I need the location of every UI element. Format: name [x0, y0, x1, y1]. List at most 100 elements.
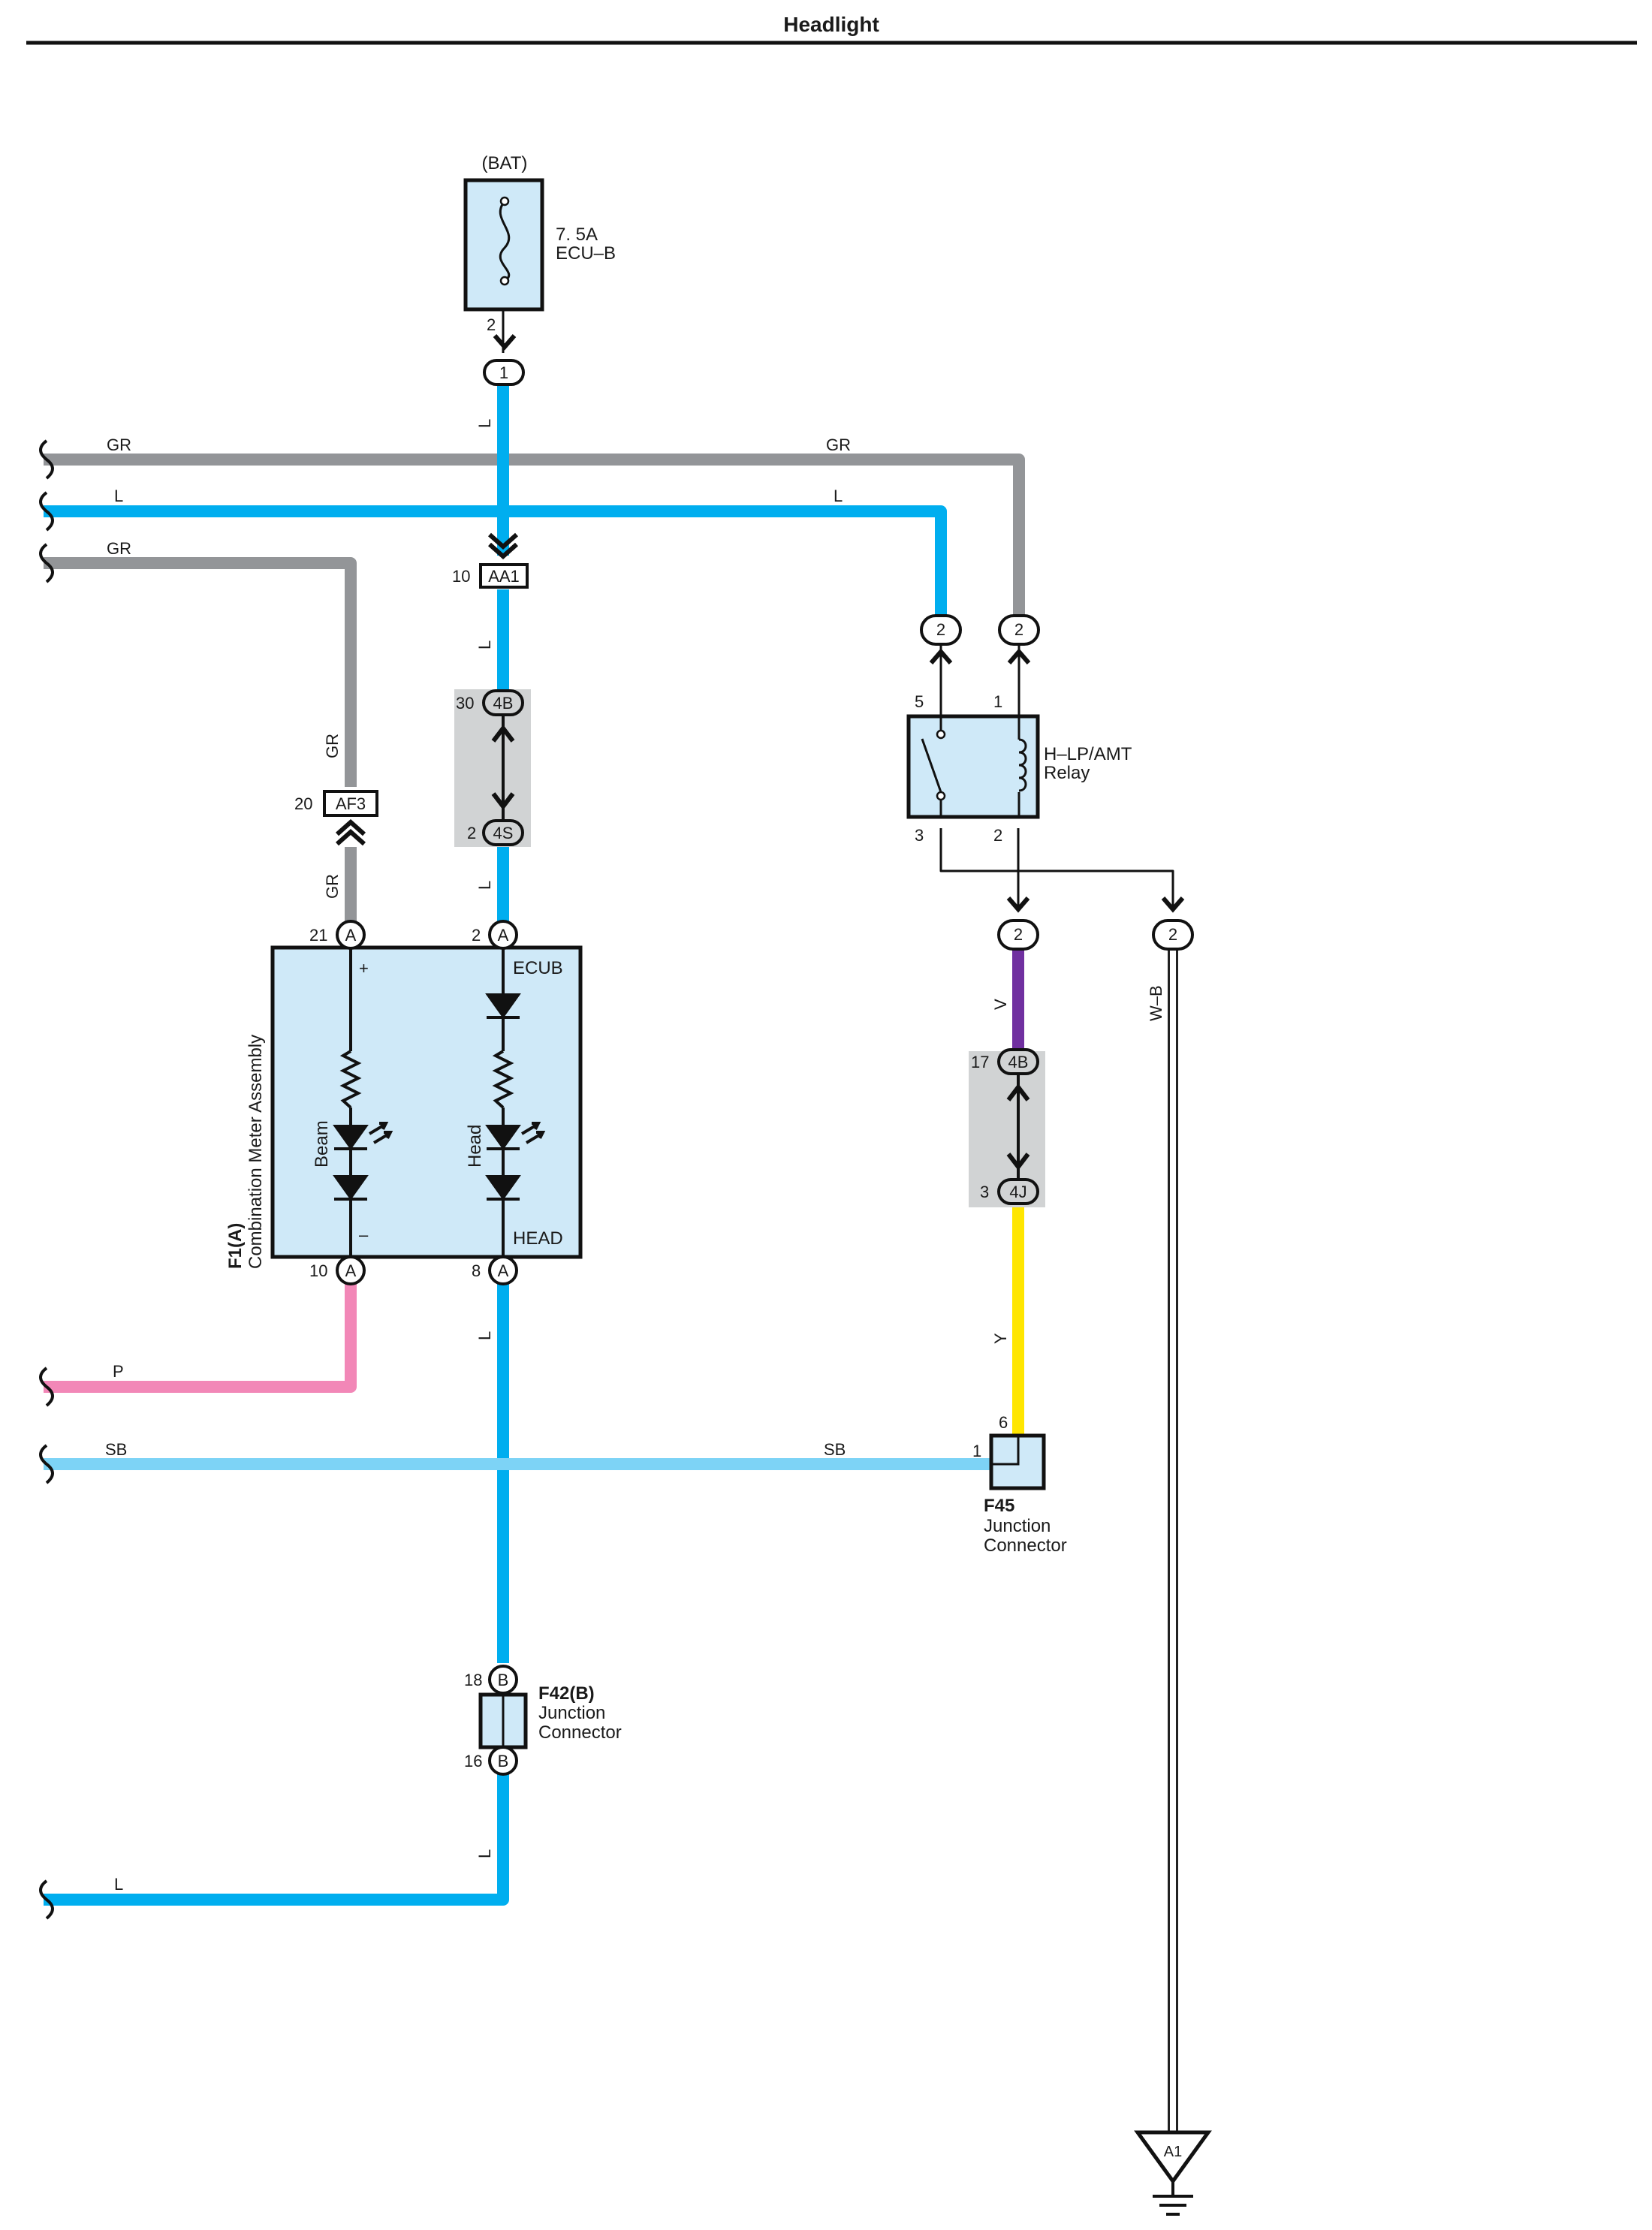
j4s-pin: 2	[467, 824, 476, 842]
fuse-element-icon	[499, 200, 511, 282]
ground-triangle-icon	[1134, 2130, 1212, 2185]
relay-pin-1: 1	[993, 692, 1002, 711]
wire-p	[44, 1284, 357, 1393]
label-gr-vert-1: GR	[323, 734, 342, 758]
junction-right-chevron-up-icon	[1006, 1083, 1030, 1101]
j4j-id: 4J	[1009, 1183, 1026, 1201]
meter-pin-10-number: 10	[309, 1261, 327, 1280]
f42-line1: Junction	[538, 1703, 605, 1723]
j4b-pin: 30	[456, 694, 474, 713]
relay-out-wb-junction: 2	[1168, 925, 1177, 944]
relay-out-wb-pill	[1152, 919, 1194, 951]
wires	[44, 282, 1178, 2136]
head-diode-top-icon	[485, 993, 521, 1019]
break-l-relay	[39, 491, 54, 532]
j4b-right-pill	[997, 1048, 1039, 1075]
relay-pin1-pill	[998, 614, 1040, 646]
aa1-pin: 10	[452, 567, 470, 586]
junction-4b-4s: 4B 30 4S 2	[454, 689, 531, 847]
head-led-icon	[485, 1125, 521, 1150]
beam-resistor-icon	[339, 1050, 362, 1109]
wire-l-bottom	[44, 1772, 509, 1906]
wire-relay-3-to-ground	[939, 828, 1174, 910]
wire-l-relay	[44, 505, 947, 616]
relay-pin-2: 2	[993, 826, 1002, 845]
aa1-chevron-icon	[488, 532, 518, 560]
head-led-light-arrowheads	[532, 1122, 546, 1139]
head-resistor-icon	[492, 1050, 514, 1109]
fuse-ecu-b: (BAT) 7. 5A ECU–B 2 1	[463, 153, 616, 386]
label-l-1: L	[114, 487, 123, 505]
fuse-pin-chevron-icon	[493, 334, 517, 351]
f42-pin-16-circle	[488, 1746, 518, 1776]
relay-out-3-chevron-icon	[1161, 897, 1185, 913]
af3-id: AF3	[336, 794, 366, 813]
j4s-pill	[482, 819, 524, 846]
af3-pin: 20	[294, 794, 312, 813]
wire-gr-top	[44, 454, 1025, 616]
fuse-junction-number: 1	[499, 363, 508, 382]
fuse-source-label: (BAT)	[482, 153, 528, 173]
junction-4b-4j: 4B 17 4J 3	[969, 1048, 1045, 1207]
meter-id: F1(A)	[225, 1223, 246, 1269]
meter-pin-2-number: 2	[472, 926, 481, 945]
label-gr-2: GR	[826, 435, 851, 454]
label-y-vert: Y	[991, 1333, 1010, 1344]
connector-af3: AF3 20	[294, 790, 378, 846]
j4b-right-id: 4B	[1008, 1053, 1029, 1071]
wire-gr-meter	[44, 557, 357, 787]
head-label: Head	[465, 1125, 485, 1168]
relay-out-2-pill	[997, 919, 1039, 951]
fuse-name: ECU–B	[556, 243, 616, 264]
relay-switch-contact-top	[936, 729, 946, 740]
beam-label: Beam	[312, 1120, 332, 1168]
fuse-rating: 7. 5A	[556, 225, 598, 245]
label-sb-1: SB	[105, 1440, 127, 1459]
beam-diode-icon	[333, 1175, 369, 1201]
label-l-vert-2: L	[475, 640, 494, 649]
f42-id: F42(B)	[538, 1683, 595, 1704]
meter-pin-8-circle	[488, 1255, 518, 1285]
meter-pin-8-number: 8	[472, 1261, 481, 1280]
meter-pin-10-circle	[336, 1255, 366, 1285]
connector-aa1: AA1 10	[452, 532, 529, 589]
relay-pin-5: 5	[915, 692, 924, 711]
wire-color-labels: GR GR L L GR L L L L L GR GR P SB SB L V…	[105, 419, 1165, 1894]
meter-pin-21-number: 21	[309, 926, 327, 945]
junction-dot	[496, 505, 510, 518]
j4b-right-pin: 17	[971, 1053, 989, 1071]
af3-box	[323, 790, 378, 817]
relay-switch-icon	[921, 738, 942, 793]
f42-pin-16-letter: B	[498, 1752, 509, 1770]
relay-switch-contact-bottom	[936, 791, 946, 801]
meter-pin-21-letter: A	[345, 926, 357, 945]
combination-meter-assembly: A 21 A 2 A 10 A 8 + – ECUB HEAD Beam	[225, 920, 583, 1285]
f42-line2: Connector	[538, 1722, 622, 1743]
f45-junction-connector: 6 1 F45 Junction Connector	[972, 1413, 1067, 1556]
label-l-vert-1: L	[475, 419, 494, 428]
meter-terminal-ecub: ECUB	[513, 958, 563, 978]
h-lp-amt-relay: 2 2 5 1 3 2 H–LP/AMT Relay 2 2	[906, 614, 1194, 951]
relay-name-line2: Relay	[1044, 763, 1090, 783]
break-gr-top	[39, 439, 54, 480]
relay-pin5-junction: 2	[936, 620, 945, 639]
meter-name: Combination Meter Assembly	[246, 1035, 266, 1269]
head-indicator-circuit	[485, 948, 546, 1256]
fuse-terminal-bottom	[499, 276, 510, 286]
aa1-id: AA1	[488, 567, 520, 586]
label-l-bottom: L	[114, 1875, 123, 1894]
meter-terminal-head: HEAD	[513, 1228, 563, 1249]
meter-pin-2-letter: A	[498, 926, 509, 945]
break-sb	[39, 1444, 54, 1484]
j4b-id: 4B	[493, 694, 514, 713]
relay-pin1-junction: 2	[1014, 620, 1023, 639]
label-gr-1: GR	[107, 435, 131, 454]
wire-break-marks	[39, 439, 54, 1920]
j4b-pill	[482, 689, 524, 716]
relay-pin5-chevron-icon	[929, 648, 953, 664]
relay-pin1-chevron-icon	[1007, 648, 1031, 664]
head-diode-icon	[485, 1175, 521, 1201]
break-gr-meter	[39, 543, 54, 583]
ground-a1: A1	[1134, 2130, 1212, 2216]
